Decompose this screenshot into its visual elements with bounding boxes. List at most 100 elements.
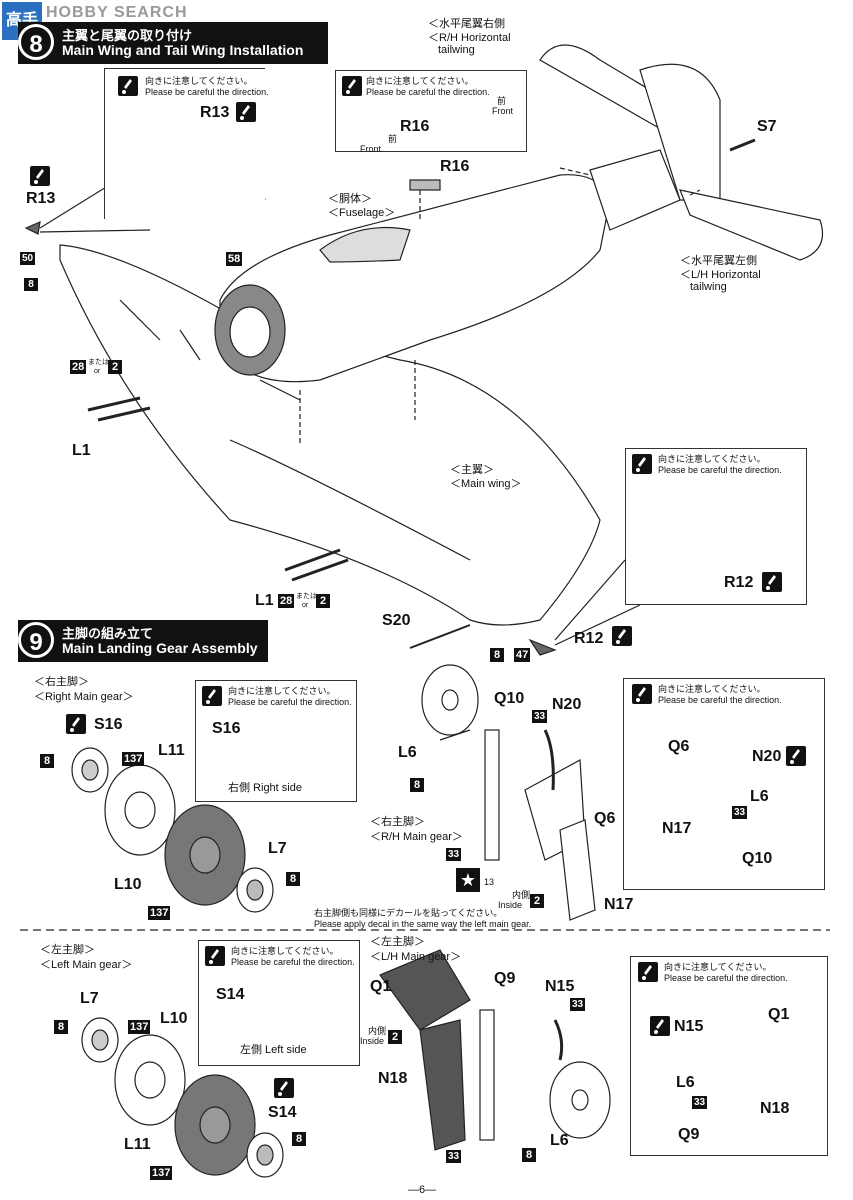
step-9-title-jp: 主脚の組み立て: [62, 626, 154, 641]
inside-label-en: Inside: [360, 1036, 385, 1046]
part-q10-label: Q10: [494, 690, 525, 707]
caution-icon: [205, 946, 225, 966]
inside-label-jp: 内側: [368, 1026, 387, 1036]
part-n18-label: N18: [378, 1070, 408, 1087]
rh-gear-label-en: ＜R/H Main gear＞: [370, 831, 463, 843]
right-side-label: 右側 Right side: [228, 782, 302, 794]
color-8-badge: 8: [286, 872, 300, 886]
caution-icon: [632, 454, 652, 474]
part-r13-label: R13: [26, 190, 56, 207]
mainwing-label-en: ＜Main wing＞: [450, 478, 522, 490]
left-side-label: 左側 Left side: [240, 1044, 307, 1056]
inside-label-en: Inside: [498, 900, 523, 910]
caution-icon: [236, 102, 256, 122]
part-l6-label: L6: [398, 744, 417, 761]
part-s20-label: S20: [382, 612, 411, 629]
caution-icon: [650, 1016, 670, 1036]
color-8-badge: 8: [522, 1148, 536, 1162]
caution-box-lh-gear: [630, 956, 828, 1156]
step-8-header: 8 主翼と尾翼の取り付け Main Wing and Tail Wing Ins…: [18, 22, 328, 64]
front-label-en: Front: [360, 144, 382, 154]
part-l11-label: L11: [158, 742, 185, 759]
rh-tail-label-en: ＜R/H Horizontal: [428, 32, 511, 44]
part-l7-label: L7: [80, 990, 99, 1007]
color-137-badge: 137: [128, 1020, 151, 1034]
color-33-badge: 33: [570, 998, 586, 1011]
part-s14-inset-label: S14: [216, 986, 245, 1003]
front-label-en: Front: [492, 106, 514, 116]
part-r16-inset-label: R16: [400, 118, 430, 135]
part-n17-label: N17: [604, 896, 634, 913]
part-l10-label: L10: [160, 1010, 188, 1027]
color-47-badge: 47: [514, 648, 531, 662]
step-8-title-jp: 主翼と尾翼の取り付け: [62, 28, 193, 43]
caution-text-jp: 向きに注意してください。: [145, 76, 253, 86]
part-s7-label: S7: [757, 118, 777, 135]
part-n15-inset-label: N15: [674, 1018, 704, 1035]
color-28-badge: 28: [278, 594, 295, 608]
mainwing-label-jp: ＜主翼＞: [450, 464, 494, 476]
page-number: —6—: [408, 1184, 437, 1196]
caution-icon: [274, 1078, 294, 1098]
star-decal-icon: ★: [456, 868, 480, 892]
or-label-jp: または: [296, 593, 317, 600]
lh-tail-label-en: ＜L/H Horizontal: [680, 269, 761, 281]
caution-icon: [638, 962, 658, 982]
rh-tail-label-en2: tailwing: [438, 44, 475, 56]
caution-text-jp: 向きに注意してください。: [658, 684, 766, 694]
lh-gear-label-jp: ＜左主脚＞: [370, 936, 425, 948]
color-137-badge: 137: [148, 906, 171, 920]
caution-icon: [342, 76, 362, 96]
part-l1-label: L1: [255, 592, 274, 609]
color-33-badge: 33: [532, 710, 548, 723]
decal-note-jp: 右主脚側も同様にデカールを貼ってください。: [314, 908, 503, 918]
fuselage-label-en: ＜Fuselage＞: [328, 207, 396, 219]
caution-text-en: Please be careful the direction.: [366, 87, 490, 97]
color-33-badge: 33: [692, 1096, 708, 1109]
color-137-badge: 137: [122, 752, 145, 766]
watermark-text: HOBBY SEARCH: [46, 4, 188, 21]
part-l1-label: L1: [72, 442, 91, 459]
front-label-jp: 前: [497, 96, 507, 106]
step-9-number: 9: [18, 622, 54, 658]
part-l6-inset-label: L6: [676, 1074, 695, 1091]
color-28-badge: 28: [70, 360, 87, 374]
color-33-badge: 33: [446, 1150, 462, 1163]
part-n20-label: N20: [552, 696, 582, 713]
caution-icon: [632, 684, 652, 704]
front-label-jp: 前: [388, 134, 398, 144]
caution-text-jp: 向きに注意してください。: [228, 686, 336, 696]
caution-text-en: Please be careful the direction.: [658, 695, 782, 705]
step-8-title-en: Main Wing and Tail Wing Installation: [62, 42, 304, 58]
caution-text-en: Please be careful the direction.: [658, 465, 782, 475]
step-9-title-en: Main Landing Gear Assembly: [62, 640, 258, 656]
caution-text-en: Please be careful the direction.: [228, 697, 352, 707]
color-2-badge: 2: [316, 594, 330, 608]
caution-box-r16: [335, 70, 527, 152]
part-s16-inset-label: S16: [212, 720, 241, 737]
right-gear-label-en: ＜Right Main gear＞: [34, 691, 134, 703]
color-8-badge: 8: [24, 278, 38, 291]
color-33-badge: 33: [446, 848, 462, 861]
part-q6-label: Q6: [594, 810, 616, 827]
part-q10-inset-label: Q10: [742, 850, 773, 867]
caution-box-s14: [198, 940, 360, 1066]
part-s14-label: S14: [268, 1104, 297, 1121]
rh-tail-label-jp: ＜水平尾翼右側: [428, 18, 505, 30]
caution-icon: [786, 746, 806, 766]
part-q1-label: Q1: [370, 978, 392, 995]
lh-gear-label-en: ＜L/H Main gear＞: [370, 951, 462, 963]
caution-text-en: Please be careful the direction.: [231, 957, 355, 967]
inside-label-jp: 内側: [512, 890, 531, 900]
part-r16-label: R16: [440, 158, 470, 175]
right-gear-label-jp: ＜右主脚＞: [34, 676, 89, 688]
caution-icon: [118, 76, 138, 96]
part-l6-inset-label: L6: [750, 788, 769, 805]
color-8-badge: 8: [490, 648, 504, 662]
fuselage-label-jp: ＜胴体＞: [328, 193, 372, 205]
part-l7-label: L7: [268, 840, 287, 857]
part-n15-label: N15: [545, 978, 575, 995]
part-n18-inset-label: N18: [760, 1100, 790, 1117]
part-q9-inset-label: Q9: [678, 1126, 700, 1143]
or-label-en: or: [94, 368, 101, 375]
